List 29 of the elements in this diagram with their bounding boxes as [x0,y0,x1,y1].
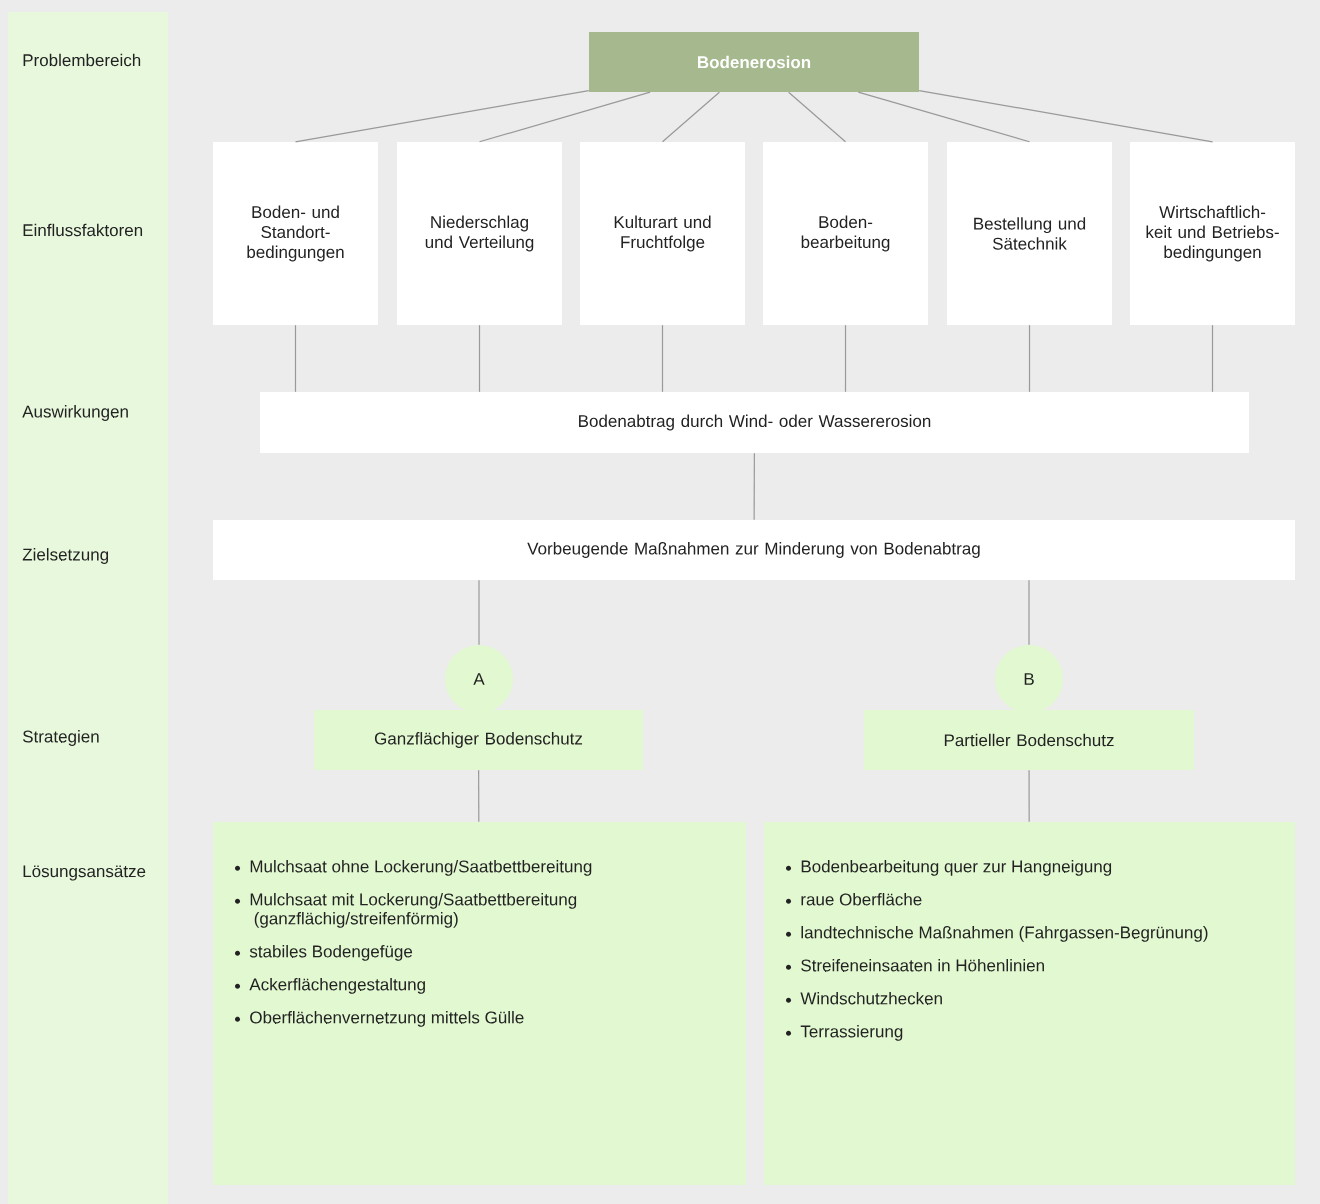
connector-line [478,324,481,393]
connector-line [1028,324,1031,393]
bullet-list-box: Bodenbearbeitung quer zur Hangneigung raue Oberfläche landtechnische Maßnahmen (Fahrgassen-Begrünung) Streifeneinsaaten in Höhenlinien Windschutzhecken Terrassierung [764,822,1295,1185]
process-box: Wirtschaftlich- keit und Betriebs- bedingungen [1130,142,1295,325]
connector-line [1028,769,1030,823]
connector-line [661,91,720,143]
process-box: Boden- und Standort- bedingungen [213,142,378,325]
problem-box: Bodenerosion [589,32,919,92]
process-box: Bodenabtrag durch Wind- oder Wassererosion [260,392,1249,453]
process-box: Boden- bearbeitung [763,142,928,325]
connector-line [478,579,480,646]
category-band: Problembereich Einflussfaktoren Auswirkungen Zielsetzung Strategien Lösungsansätze [8,12,168,1204]
connector-line [478,769,480,823]
connector-line [478,91,651,143]
process-box: Kulturart und Fruchtfolge [580,142,745,325]
connector-line [661,324,664,393]
connector-line [788,91,847,143]
connector-line [844,324,847,393]
connector-line [857,91,1031,143]
connector-line [294,89,590,143]
process-box: Vorbeugende Maßnahmen zur Minderung von Bodenabtrag [213,520,1295,580]
bullet-list-box: Mulchsaat ohne Lockerung/Saatbettbereitung Mulchsaat mit Lockerung/Saatbettbereitung (ganzflächig/streifenförmig) stabiles Bodengefüge Ackerflächengestaltung Oberflächenvernetzung mittels Gülle [213,822,746,1185]
process-box: Niederschlag und Verteilung [397,142,562,325]
connector-line [1211,324,1214,393]
connector-line [294,324,297,393]
connector-line [918,89,1214,143]
process-box: Bestellung und Sätechnik [947,142,1112,325]
connector-line [1028,579,1030,646]
connector-line [753,452,755,521]
